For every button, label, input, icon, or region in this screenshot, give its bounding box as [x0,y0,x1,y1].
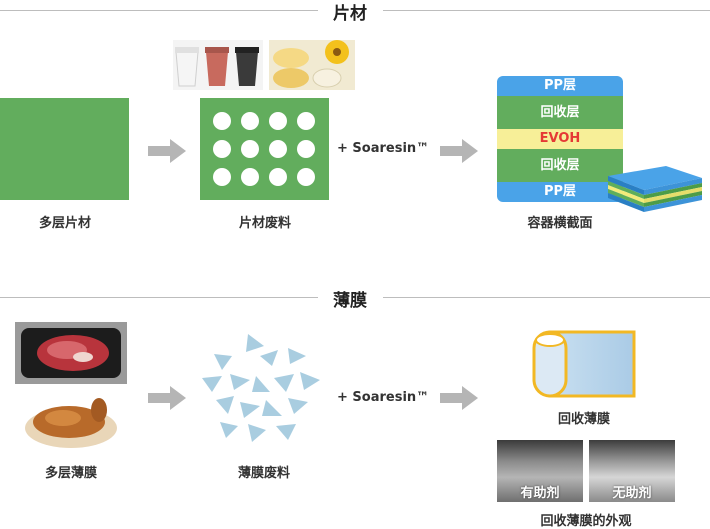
layer-pp-bottom: PP层 [497,182,623,202]
container-cross-section-caption: 容器横截面 [527,216,593,231]
punched-hole [269,140,287,158]
recycled-film-roll-illustration [532,330,636,398]
punched-hole [241,168,259,186]
laminate-slab-illustration [608,166,702,212]
with-additive-label: 有助剂 [520,486,560,501]
recycled-film-caption: 回收薄膜 [557,412,610,427]
punched-hole [213,140,231,158]
packaged-poultry-photo [15,388,127,454]
film-scrap-caption: 薄膜废料 [237,466,290,481]
section-divider-left [0,10,318,11]
layer-recycled-bottom: 回收层 [497,149,623,182]
layer-pp-top: PP层 [497,76,623,96]
arrow-right-icon [440,139,478,163]
punched-hole [213,112,231,130]
section-divider-right [383,297,710,298]
packaged-meat-photo [15,322,127,384]
punched-hole [297,168,315,186]
sheet-scrap-block [200,98,329,200]
without-additive-label: 无助剂 [612,486,652,501]
sheet-section-title: 片材 [333,4,367,24]
arrow-right-icon [440,386,478,410]
punched-hole [269,112,287,130]
punched-hole [297,112,315,130]
film-swatch-without-additive: 无助剂 [589,440,675,502]
layer-evoh: EVOH [497,129,623,149]
film-swatch-with-additive: 有助剂 [497,440,583,502]
soaresin-additive-label: + Soaresin™ [337,390,430,405]
coffee-cups-photo [173,40,263,90]
punched-hole [241,140,259,158]
arrow-right-icon [148,386,186,410]
recycled-film-appearance-caption: 回收薄膜的外观 [540,514,632,529]
arrow-right-icon [148,139,186,163]
multilayer-film-caption: 多层薄膜 [44,466,97,481]
punched-hole [297,140,315,158]
punched-hole [213,168,231,186]
punched-hole [269,168,287,186]
section-divider-right [383,10,710,11]
food-containers-photo [269,40,355,90]
layer-recycled-top: 回收层 [497,96,623,129]
film-section-title: 薄膜 [333,291,367,311]
soaresin-additive-label: + Soaresin™ [337,141,430,156]
multilayer-sheet-block [0,98,129,200]
section-divider-left [0,297,318,298]
container-cross-section: PP层 回收层 EVOH 回收层 PP层 [497,76,623,202]
punched-hole [241,112,259,130]
multilayer-sheet-caption: 多层片材 [38,216,91,231]
sheet-scrap-caption: 片材废料 [238,216,291,231]
film-flakes-illustration [202,334,320,442]
